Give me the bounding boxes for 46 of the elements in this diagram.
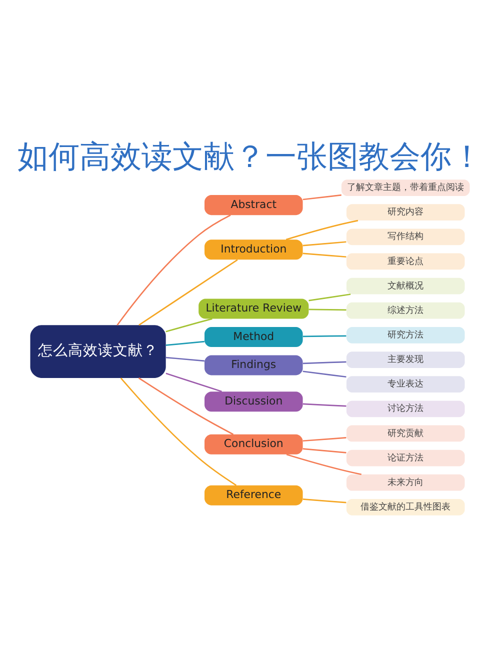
diagram-title: 如何高效读文献？一张图教会你！ bbox=[18, 139, 482, 176]
connector bbox=[302, 241, 346, 246]
node-box: 讨论方法 bbox=[346, 400, 465, 418]
node-box: 研究内容 bbox=[346, 204, 465, 221]
node-box: Conclusion bbox=[204, 434, 303, 454]
node-box: 借鉴文献的工具性图表 bbox=[346, 498, 465, 516]
node-box: Method bbox=[204, 327, 303, 348]
node-box: 研究方法 bbox=[346, 327, 465, 344]
connector bbox=[302, 361, 346, 364]
connector bbox=[138, 377, 234, 435]
connector bbox=[302, 335, 346, 338]
connector bbox=[302, 498, 346, 504]
connector bbox=[166, 340, 204, 346]
node-box: Reference bbox=[204, 485, 303, 506]
connector bbox=[166, 318, 212, 332]
node-box: Introduction bbox=[204, 240, 303, 260]
node-box: 重要论点 bbox=[346, 253, 465, 270]
node-box: 专业表达 bbox=[346, 376, 465, 393]
connector bbox=[302, 370, 346, 378]
connector bbox=[302, 252, 346, 258]
connector bbox=[302, 403, 346, 407]
connector bbox=[120, 378, 237, 486]
node-box: 论证方法 bbox=[346, 450, 465, 466]
connector bbox=[286, 220, 358, 240]
node-box: Abstract bbox=[204, 195, 303, 216]
node-box: 写作结构 bbox=[346, 228, 465, 246]
connector bbox=[116, 214, 231, 326]
node-box: 研究贡献 bbox=[346, 425, 465, 442]
node-box: 主要发现 bbox=[346, 352, 465, 368]
node-box: 了解文章主题，带着重点阅读 bbox=[341, 180, 470, 196]
connector bbox=[302, 194, 342, 200]
connector bbox=[138, 259, 238, 326]
connector bbox=[308, 308, 346, 311]
node-box: Discussion bbox=[204, 392, 303, 412]
connector bbox=[302, 448, 346, 454]
connector bbox=[308, 294, 351, 302]
node-box: Literature Review bbox=[198, 298, 309, 319]
connector bbox=[166, 356, 204, 362]
node-box: Findings bbox=[204, 355, 303, 376]
node-box: 怎么高效读文献？ bbox=[30, 325, 166, 378]
node-box: 综述方法 bbox=[346, 302, 465, 319]
connector bbox=[302, 437, 346, 442]
connector bbox=[286, 454, 362, 476]
node-box: 未来方向 bbox=[346, 474, 465, 491]
connector bbox=[166, 372, 222, 392]
node-box: 文献概况 bbox=[346, 278, 465, 294]
